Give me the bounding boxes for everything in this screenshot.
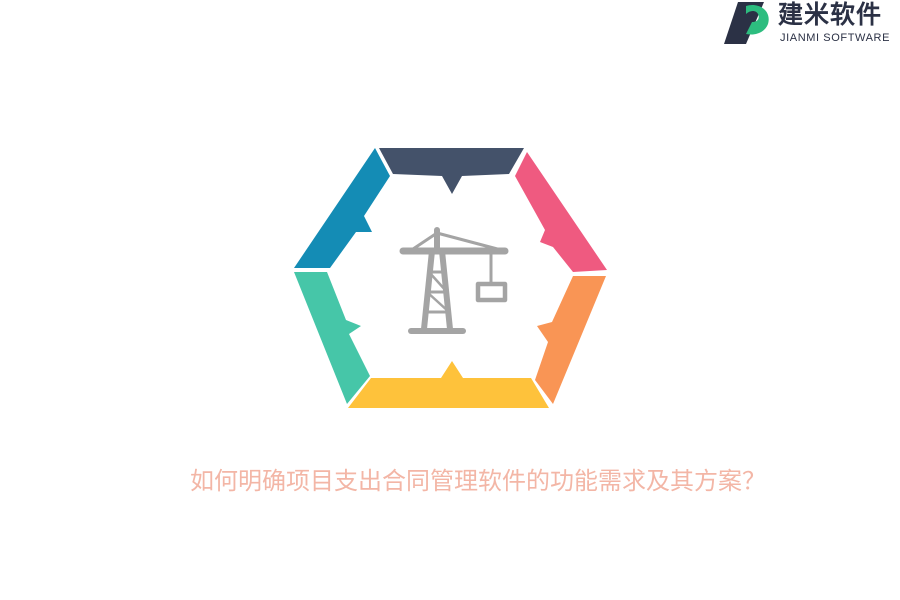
brand-name-cn: 建米软件 (778, 0, 883, 29)
page-title-caption: 如何明确项目支出合同管理软件的功能需求及其方案？ (190, 467, 766, 495)
hexagon-segment-upper-left (294, 148, 390, 268)
hexagon-segment-bottom (348, 361, 549, 408)
brand-logo: 建米软件 JIANMI SOFTWARE (724, 0, 900, 48)
hexagon-cycle-graphic (294, 148, 607, 408)
hexagon-segment-upper-right (515, 152, 607, 272)
hexagon-segment-lower-left (294, 272, 370, 404)
tower-crane-icon (399, 227, 509, 334)
hexagon-segment-lower-right (535, 276, 606, 404)
hexagon-segment-top (379, 148, 524, 194)
brand-name-en: JIANMI SOFTWARE (780, 32, 891, 44)
jianmi-logo-icon (724, 2, 769, 44)
